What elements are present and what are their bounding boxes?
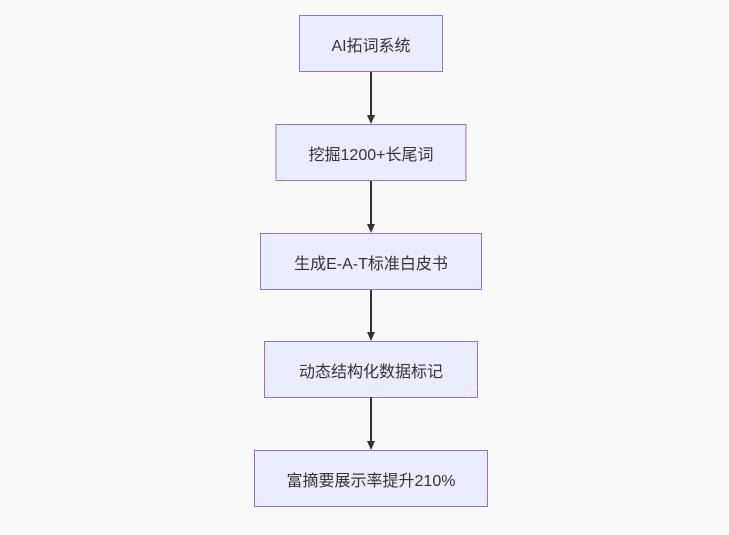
arrow-head-icon: [367, 224, 375, 233]
flowchart-node-structured-data: 动态结构化数据标记: [264, 341, 478, 398]
flowchart-node-ai-word-expansion: AI拓词系统: [299, 15, 443, 72]
arrow-line: [370, 72, 372, 115]
arrow-head-icon: [367, 332, 375, 341]
arrow-line: [370, 290, 372, 332]
node-label: AI拓词系统: [331, 37, 411, 55]
flowchart-node-longtail-mining: 挖掘1200+长尾词: [275, 124, 467, 181]
arrow-line: [370, 397, 372, 441]
flowchart-node-rich-snippet-result: 富摘要展示率提升210%: [254, 450, 488, 507]
arrow-line: [370, 181, 372, 224]
node-label: 富摘要展示率提升210%: [286, 472, 456, 490]
flow-arrow-1: [364, 72, 378, 124]
arrow-head-icon: [367, 115, 375, 124]
flow-arrow-3: [364, 290, 378, 341]
node-label: 挖掘1200+长尾词: [308, 146, 434, 164]
arrow-head-icon: [367, 441, 375, 450]
node-label: 动态结构化数据标记: [298, 363, 443, 381]
flow-arrow-2: [364, 181, 378, 233]
flowchart-node-eat-whitepaper: 生成E-A-T标准白皮书: [260, 233, 482, 290]
flow-arrow-4: [364, 397, 378, 450]
node-label: 生成E-A-T标准白皮书: [294, 255, 448, 273]
